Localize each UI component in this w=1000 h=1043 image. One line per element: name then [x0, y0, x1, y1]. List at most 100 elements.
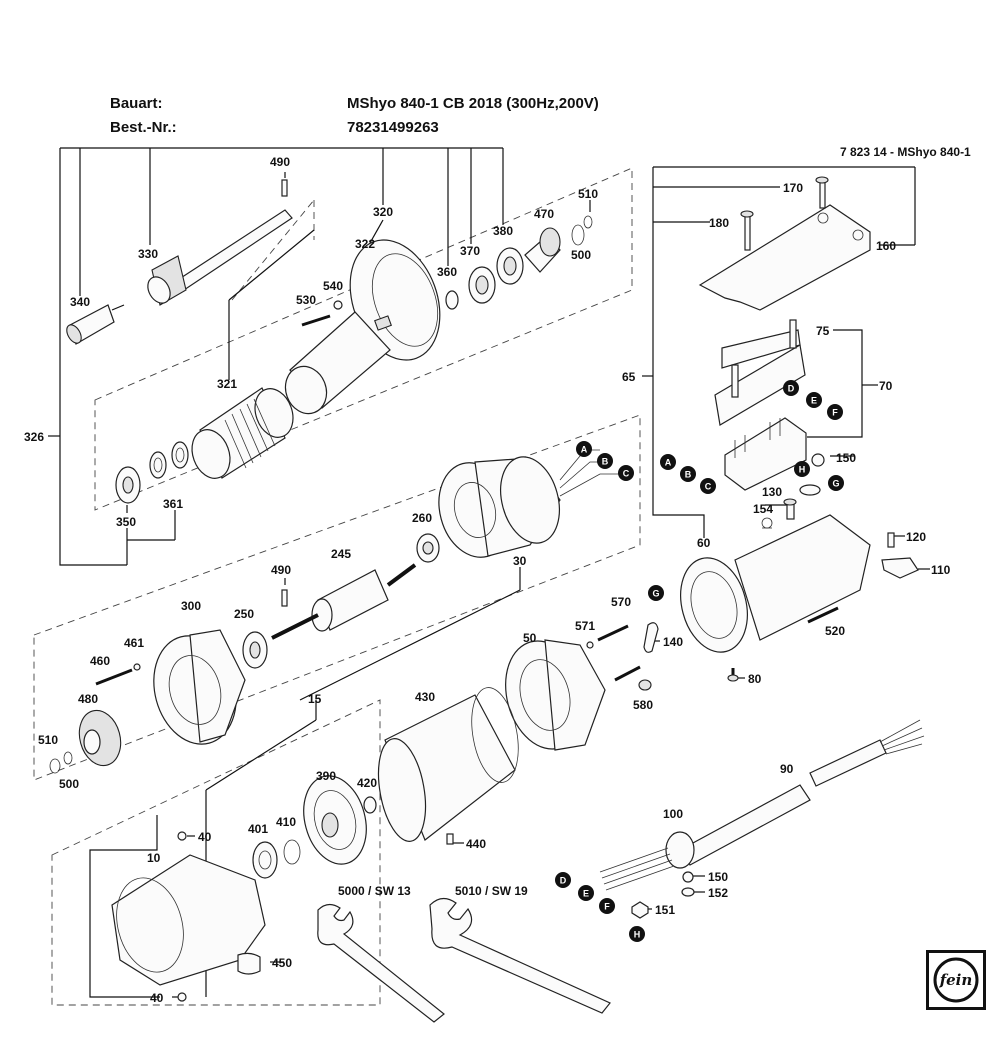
part-label-322: 322: [355, 237, 375, 251]
part-label-440: 440: [466, 837, 486, 851]
marker-d-cable: D: [555, 872, 571, 888]
part-label-30: 30: [513, 554, 527, 568]
marker-b-switch: B: [680, 466, 696, 482]
part-label-120: 120: [906, 530, 926, 544]
marker-d-switch: D: [783, 380, 799, 396]
svg-text:E: E: [811, 396, 817, 406]
fein-logo: fein: [926, 950, 986, 1010]
svg-text:C: C: [623, 469, 630, 479]
spindle-group: [66, 179, 593, 504]
part-label-450: 450: [272, 956, 292, 970]
part-label-10: 10: [147, 851, 161, 865]
part-label-430: 430: [415, 690, 435, 704]
marker-h-cable: H: [629, 926, 645, 942]
part-label-326: 326: [24, 430, 44, 444]
part-label-15: 15: [308, 692, 322, 706]
svg-text:E: E: [583, 889, 589, 899]
svg-text:A: A: [581, 445, 588, 455]
part-label-340: 340: [70, 295, 90, 309]
svg-text:F: F: [832, 408, 838, 418]
part-label-65: 65: [622, 370, 636, 384]
part-label-530: 530: [296, 293, 316, 307]
svg-text:D: D: [788, 384, 795, 394]
part-label-330: 330: [138, 247, 158, 261]
svg-text:G: G: [652, 589, 659, 599]
marker-a-wire: A: [576, 441, 592, 457]
part-label-154: 154: [753, 502, 773, 516]
part-label-110: 110: [931, 563, 951, 577]
marker-g-housing: G: [648, 585, 664, 601]
leader-lines: [48, 147, 930, 998]
part-label-320: 320: [373, 205, 393, 219]
svg-text:C: C: [705, 482, 712, 492]
svg-text:B: B: [602, 457, 609, 467]
bauart-label: Bauart:: [110, 95, 163, 112]
part-label-40a: 40: [198, 830, 212, 844]
wrench-group: [317, 897, 611, 1023]
part-label-140: 140: [663, 635, 683, 649]
part-label-470: 470: [534, 207, 554, 221]
part-label-461: 461: [124, 636, 144, 650]
logo-text: fein: [939, 971, 973, 989]
terminal-markers: A B C A B C D E F H G G D E F H: [555, 380, 844, 942]
part-label-180: 180: [709, 216, 729, 230]
part-label-80: 80: [748, 672, 762, 686]
marker-g-switch: G: [828, 475, 844, 491]
part-label-260: 260: [412, 511, 432, 525]
switch-group: [680, 176, 919, 682]
svg-text:G: G: [832, 479, 839, 489]
part-label-350: 350: [116, 515, 136, 529]
part-label-410: 410: [276, 815, 296, 829]
part-label-490a: 490: [270, 155, 290, 169]
part-label-380: 380: [493, 224, 513, 238]
part-label-360: 360: [437, 265, 457, 279]
part-label-570: 570: [611, 595, 631, 609]
marker-h-switch: H: [794, 461, 810, 477]
svg-text:D: D: [560, 876, 567, 886]
part-label-160: 160: [876, 239, 896, 253]
marker-c-wire: C: [618, 465, 634, 481]
part-label-150a: 150: [836, 451, 856, 465]
part-label-500a: 500: [571, 248, 591, 262]
part-label-460: 460: [90, 654, 110, 668]
part-label-70: 70: [879, 379, 893, 393]
part-label-50: 50: [523, 631, 537, 645]
part-label-361: 361: [163, 497, 183, 511]
drawing-reference: 7 823 14 - MShyo 840-1: [840, 145, 971, 159]
part-label-510a: 510: [578, 187, 598, 201]
svg-text:A: A: [665, 458, 672, 468]
marker-e-cable: E: [578, 885, 594, 901]
svg-text:H: H: [799, 465, 806, 475]
part-label-90: 90: [780, 762, 794, 776]
part-label-100: 100: [663, 807, 683, 821]
part-label-152: 152: [708, 886, 728, 900]
part-label-580: 580: [633, 698, 653, 712]
part-label-401: 401: [248, 822, 268, 836]
part-label-300: 300: [181, 599, 201, 613]
cable-group: [599, 719, 925, 919]
motor-group: [49, 456, 659, 879]
svg-text:F: F: [604, 902, 610, 912]
marker-b-wire: B: [597, 453, 613, 469]
part-label-540: 540: [323, 279, 343, 293]
gear-housing-group: [111, 831, 266, 1002]
part-label-5010: 5010 / SW 19: [455, 884, 528, 898]
marker-a-switch: A: [660, 454, 676, 470]
part-label-480: 480: [78, 692, 98, 706]
assembly-outlines: [33, 167, 641, 1006]
part-label-60: 60: [697, 536, 711, 550]
marker-c-switch: C: [700, 478, 716, 494]
marker-f-cable: F: [599, 898, 615, 914]
part-label-130: 130: [762, 485, 782, 499]
part-label-40b: 40: [150, 991, 164, 1005]
part-label-75: 75: [816, 324, 830, 338]
bauart-value: MShyo 840-1 CB 2018 (300Hz,200V): [347, 95, 599, 112]
svg-text:H: H: [634, 930, 641, 940]
part-label-520: 520: [825, 624, 845, 638]
part-label-250: 250: [234, 607, 254, 621]
order-number-value: 78231499263: [347, 119, 439, 136]
part-label-5000: 5000 / SW 13: [338, 884, 411, 898]
part-label-390: 390: [316, 769, 336, 783]
part-label-245: 245: [331, 547, 351, 561]
part-label-321: 321: [217, 377, 237, 391]
